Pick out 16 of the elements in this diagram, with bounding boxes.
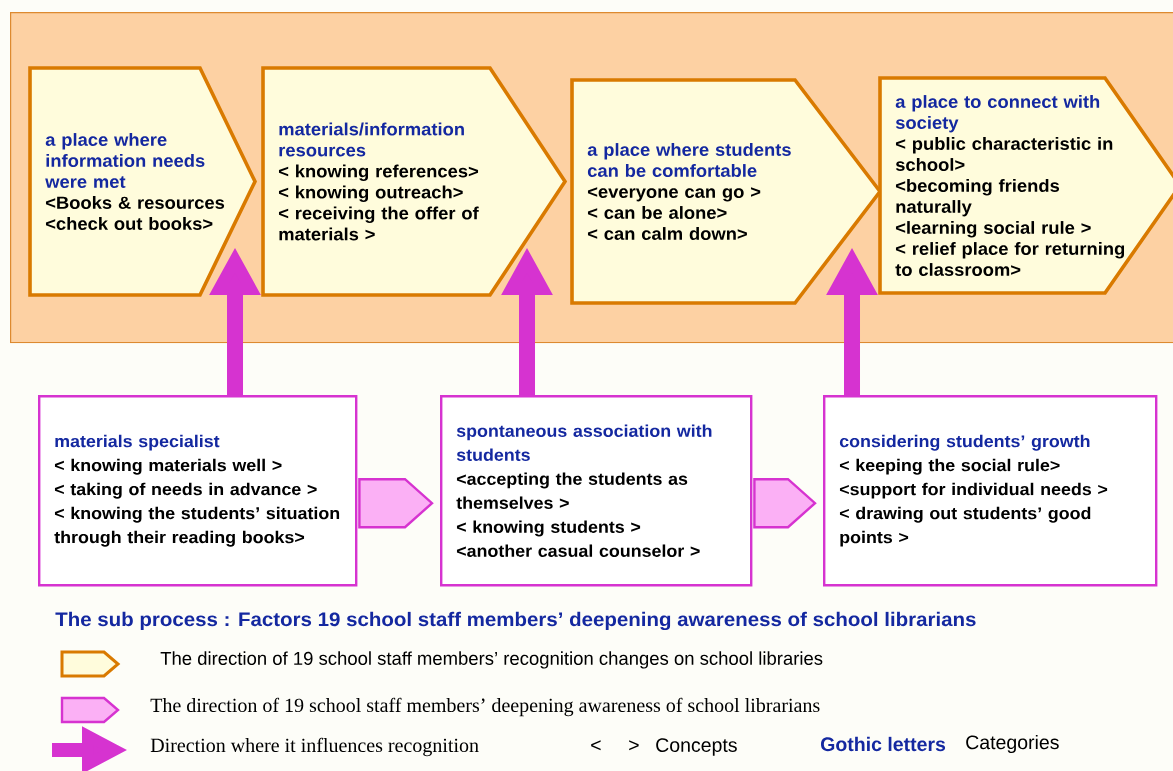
key-label: Concepts [656, 738, 737, 756]
chevron-box: a place to connect with society < public characteristic in school> <becoming friends naturally <learning social rule > < relief place for returning to classroom> [878, 76, 1173, 295]
factor-box: considering students’ growth < keeping the social rule> <support for individual needs > < drawing out students’ good points > [823, 395, 1158, 587]
title: The sub process : Factors 19 school staff members’ deepening awareness of school librarians [55, 611, 976, 631]
legend-text: The direction of 19 school staff members’ deepening awareness of school librarians [150, 697, 820, 717]
factor-box: materials specialist < knowing materials well > < taking of needs in advance > < knowing the students’ situation through their reading books> [38, 395, 358, 587]
key-label: < [591, 740, 601, 751]
legend-text: Direction where it influences recognition [150, 737, 479, 757]
block-arrow [753, 478, 817, 529]
key-label: Gothic letters [821, 736, 946, 752]
chevron-box: a place where students can be comfortable <everyone can go > < can be alone> < can calm down> [570, 78, 883, 305]
factor-box: spontaneous association with students <accepting the students as themselves > < knowing students > <another casual counselor > [440, 395, 753, 587]
key-label: Categories [966, 734, 1059, 754]
block-arrow [358, 478, 434, 529]
legend-text: The direction of 19 school staff members’ recognition changes on school libraries [160, 651, 823, 669]
key-label: > [629, 740, 639, 751]
